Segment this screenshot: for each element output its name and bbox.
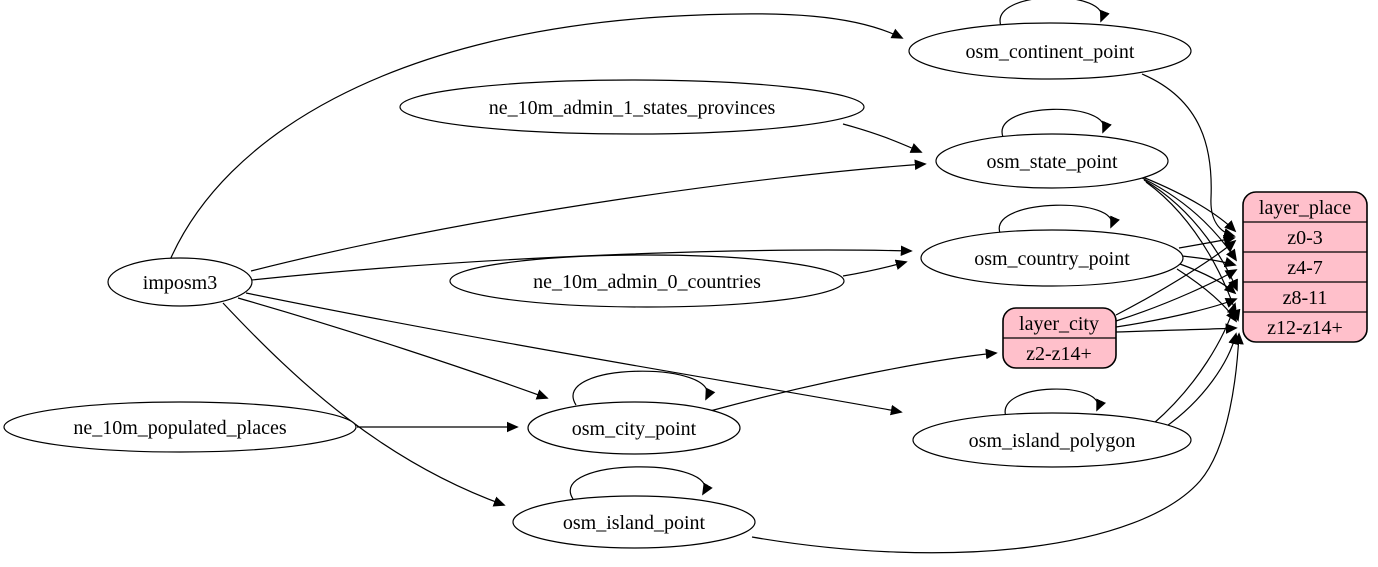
edge-osm_island_polygon-z12-z14: [1163, 332, 1239, 429]
node-osm_city_point: osm_city_point: [527, 401, 741, 455]
node-imposm3-label: imposm3: [143, 272, 217, 294]
selfloop-osm_continent_point: [999, 0, 1110, 27]
node-ne_10m_admin_1_states_provinces: ne_10m_admin_1_states_provinces: [399, 79, 865, 135]
node-osm_country_point-label: osm_country_point: [974, 248, 1130, 270]
node-layer: imposm3 ne_10m_populated_places ne_10m_a…: [3, 22, 1368, 549]
node-ne_10m_admin_0_countries-label: ne_10m_admin_0_countries: [533, 271, 761, 293]
node-osm_continent_point-label: osm_continent_point: [966, 41, 1135, 63]
node-osm_continent_point: osm_continent_point: [908, 22, 1192, 80]
node-layer_city-row-z2-z14: z2-z14+: [1026, 343, 1092, 365]
node-layer_place-row-z8-11: z8-11: [1283, 287, 1328, 309]
node-osm_island_point: osm_island_point: [512, 495, 756, 549]
node-ne_10m_populated_places-label: ne_10m_populated_places: [73, 417, 286, 439]
node-layer_place-row-z4-7: z4-7: [1287, 257, 1323, 279]
edge-imposm3-osm_state_point: [250, 159, 927, 272]
node-ne_10m_admin_1_states_provinces-label: ne_10m_admin_1_states_provinces: [489, 97, 776, 119]
edge-osm_city_point-layer_city: [709, 348, 998, 412]
node-osm_island_point-label: osm_island_point: [563, 512, 706, 534]
edge-layer_city-z8-11: [1115, 297, 1238, 328]
edge-osm_country_point-z0-3: [1178, 234, 1236, 249]
node-layer_place-row-z0-3: z0-3: [1287, 227, 1323, 249]
edge-osm_continent_point-z0-3: [1141, 73, 1236, 239]
edge-osm_state_point-z0-3: [1139, 175, 1237, 233]
node-osm_island_polygon: osm_island_polygon: [912, 412, 1192, 468]
node-layer_city: layer_city z2-z14+: [1002, 307, 1117, 369]
edge-osm_country_point-z12-z14: [1176, 268, 1237, 323]
node-osm_city_point-label: osm_city_point: [572, 418, 697, 440]
edge-ne_10m_admin_1_states_provinces-osm_state_point: [842, 123, 923, 153]
edge-layer_city-z4-7: [1115, 269, 1238, 322]
node-ne_10m_admin_0_countries: ne_10m_admin_0_countries: [449, 254, 845, 308]
edge-imposm3-osm_continent_point: [169, 13, 904, 261]
node-osm_country_point: osm_country_point: [920, 229, 1184, 287]
node-osm_state_point: osm_state_point: [935, 133, 1169, 189]
node-imposm3: imposm3: [107, 257, 253, 307]
node-layer_city-title: layer_city: [1019, 313, 1099, 335]
edge-osm_country_point-z8-11: [1179, 263, 1237, 295]
selfloop-osm_state_point: [1001, 108, 1112, 138]
edge-ne_10m_admin_0_countries-osm_country_point: [842, 259, 908, 277]
edge-layer_city-z0-3: [1115, 239, 1237, 316]
edge-imposm3-osm_island_point: [222, 302, 506, 507]
edge-osm_state_point-z4-7: [1141, 177, 1237, 262]
node-osm_state_point-label: osm_state_point: [986, 151, 1118, 173]
edge-osm_island_polygon-z8-11: [1152, 302, 1238, 425]
edge-imposm3-osm_island_polygon: [245, 292, 903, 416]
edge-imposm3-osm_city_point: [237, 297, 549, 400]
edge-layer: [169, 0, 1244, 554]
node-osm_island_polygon-label: osm_island_polygon: [969, 430, 1136, 452]
node-layer_place: layer_place z0-3 z4-7 z8-11 z12-z14+: [1242, 191, 1368, 343]
edge-layer_city-z12-z14: [1115, 323, 1238, 334]
node-ne_10m_populated_places: ne_10m_populated_places: [3, 401, 357, 453]
selfloop-osm_country_point: [998, 204, 1120, 234]
edge-osm_island_point-z12-z14: [751, 332, 1244, 554]
selfloop-osm_city_point: [572, 370, 716, 406]
node-layer_place-title: layer_place: [1259, 197, 1351, 219]
node-layer_place-row-z12-z14: z12-z14+: [1267, 317, 1343, 339]
selfloop-osm_island_point: [569, 466, 713, 500]
edge-osm_state_point-z8-11: [1143, 179, 1238, 292]
selfloop-osm_island_polygon: [1004, 388, 1106, 418]
edge-osm_country_point-z4-7: [1181, 255, 1237, 268]
